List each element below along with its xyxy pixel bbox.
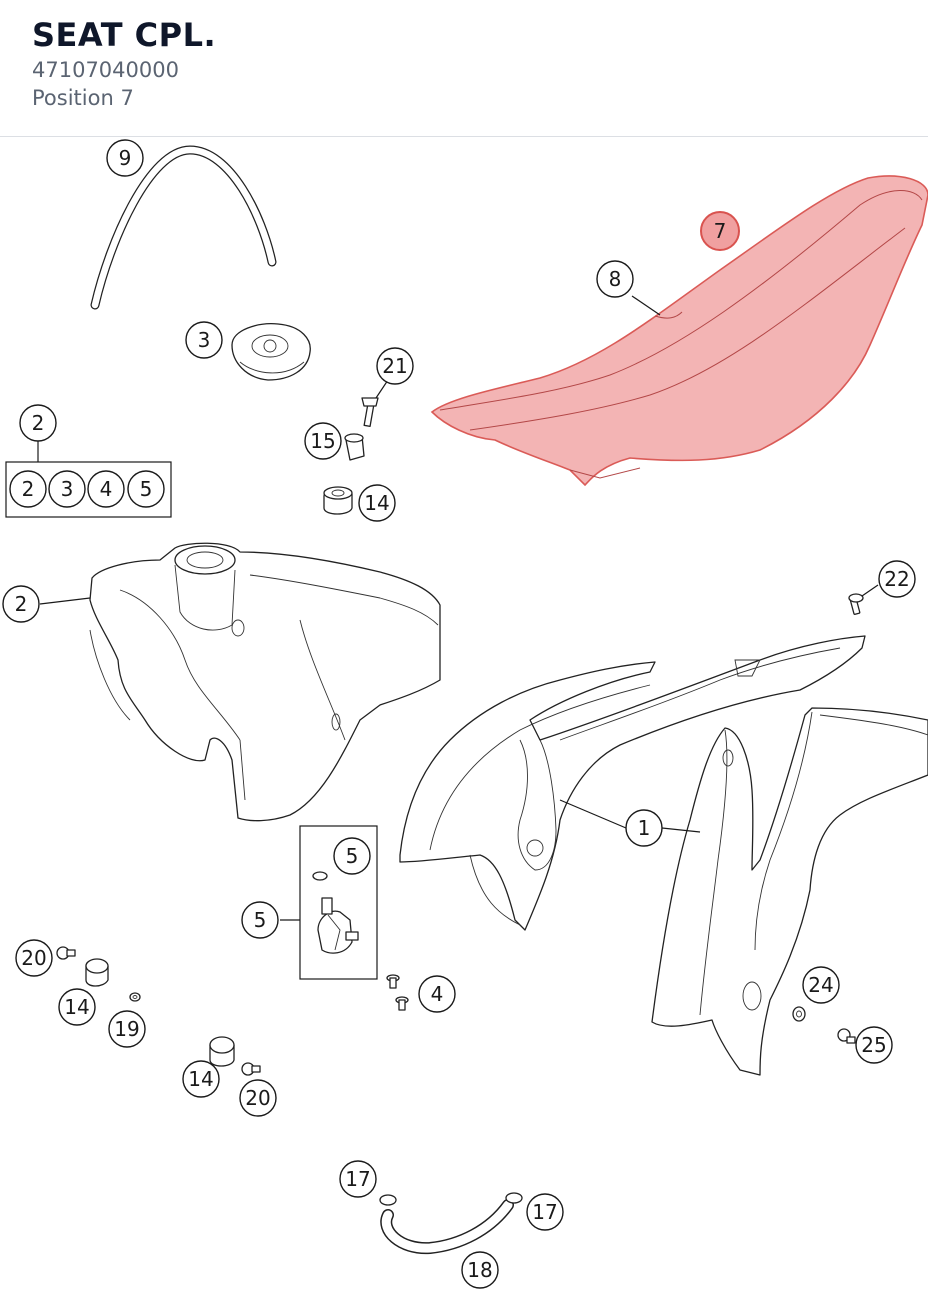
svg-text:15: 15 <box>310 429 335 453</box>
svg-text:8: 8 <box>609 267 622 291</box>
screw-20b-part[interactable] <box>241 1062 261 1076</box>
kit-box <box>5 461 172 518</box>
screw-4b-part[interactable] <box>395 996 409 1011</box>
svg-text:9: 9 <box>119 146 132 170</box>
part-title: SEAT CPL. <box>32 16 217 54</box>
svg-text:1: 1 <box>638 816 651 840</box>
svg-text:20: 20 <box>245 1086 270 1110</box>
fuel-tank-part[interactable] <box>89 542 441 822</box>
radiator-shroud-left-part[interactable] <box>399 635 866 931</box>
screw-4a-part[interactable] <box>386 974 400 989</box>
svg-text:14: 14 <box>364 491 389 515</box>
svg-text:2: 2 <box>32 411 45 435</box>
svg-text:21: 21 <box>382 354 407 378</box>
svg-text:5: 5 <box>140 477 153 501</box>
callout-21[interactable]: 21 <box>376 347 414 385</box>
svg-text:5: 5 <box>254 908 267 932</box>
svg-text:20: 20 <box>21 946 46 970</box>
callout-3-set[interactable]: 3 <box>48 470 86 508</box>
fuel-cap-part[interactable] <box>231 323 311 381</box>
washer-19-part[interactable] <box>129 992 141 1002</box>
svg-text:18: 18 <box>467 1258 492 1282</box>
hose-arc-part[interactable] <box>90 145 277 310</box>
screw-21-part[interactable] <box>361 397 379 428</box>
svg-text:3: 3 <box>61 477 74 501</box>
part-number: 47107040000 <box>32 58 179 82</box>
bushing-14a-part[interactable] <box>323 486 353 515</box>
callout-24[interactable]: 24 <box>802 966 840 1004</box>
callout-15[interactable]: 15 <box>304 422 342 460</box>
screw-25-part[interactable] <box>837 1028 856 1044</box>
callout-2-top[interactable]: 2 <box>19 404 57 442</box>
svg-text:19: 19 <box>114 1017 139 1041</box>
callout-22[interactable]: 22 <box>878 560 916 598</box>
callout-4[interactable]: 4 <box>418 975 456 1013</box>
callout-18[interactable]: 18 <box>461 1251 499 1289</box>
svg-text:17: 17 <box>532 1200 557 1224</box>
callout-25[interactable]: 25 <box>855 1026 893 1064</box>
callout-1[interactable]: 1 <box>625 809 663 847</box>
svg-text:14: 14 <box>64 995 89 1019</box>
callout-3[interactable]: 3 <box>185 321 223 359</box>
callout-5-set[interactable]: 5 <box>127 470 165 508</box>
clamp-17b-part[interactable] <box>505 1192 523 1204</box>
callout-14-a[interactable]: 14 <box>358 484 396 522</box>
callout-7[interactable]: 7 <box>700 211 740 251</box>
svg-text:17: 17 <box>345 1167 370 1191</box>
svg-text:7: 7 <box>714 219 727 243</box>
callout-20-a[interactable]: 20 <box>15 939 53 977</box>
bushing-14c-part[interactable] <box>209 1036 235 1067</box>
header: SEAT CPL. 47107040000 Position 7 <box>0 0 928 137</box>
position-label: Position 7 <box>32 86 134 110</box>
callout-17-a[interactable]: 17 <box>339 1160 377 1198</box>
callout-17-b[interactable]: 17 <box>526 1193 564 1231</box>
screw-22-part[interactable] <box>848 593 864 615</box>
callout-20-b[interactable]: 20 <box>239 1079 277 1117</box>
washer-24-part[interactable] <box>792 1006 806 1022</box>
bushing-14b-part[interactable] <box>85 958 109 987</box>
o-ring-5-part[interactable] <box>312 871 328 881</box>
hose-18-part[interactable] <box>380 1199 514 1255</box>
petcock-5-part[interactable] <box>317 897 359 954</box>
callout-14-b[interactable]: 14 <box>58 988 96 1026</box>
callout-5-oring[interactable]: 5 <box>333 837 371 875</box>
callout-5-petcock[interactable]: 5 <box>241 901 279 939</box>
svg-text:2: 2 <box>22 477 35 501</box>
callout-2-tank[interactable]: 2 <box>2 585 40 623</box>
svg-text:24: 24 <box>808 973 833 997</box>
svg-text:4: 4 <box>431 982 444 1006</box>
svg-text:3: 3 <box>198 328 211 352</box>
sleeve-15-part[interactable] <box>344 433 365 461</box>
callout-2-set[interactable]: 2 <box>9 470 47 508</box>
screw-20a-part[interactable] <box>56 946 76 960</box>
callout-19[interactable]: 19 <box>108 1010 146 1048</box>
petcock-box <box>299 825 378 980</box>
seat-part[interactable] <box>430 175 928 487</box>
clamp-17a-part[interactable] <box>379 1194 397 1206</box>
callout-9[interactable]: 9 <box>106 139 144 177</box>
callout-4-set[interactable]: 4 <box>87 470 125 508</box>
svg-text:4: 4 <box>100 477 113 501</box>
svg-text:2: 2 <box>15 592 28 616</box>
svg-text:25: 25 <box>861 1033 886 1057</box>
callout-8[interactable]: 8 <box>596 260 634 298</box>
radiator-shroud-right-part[interactable] <box>651 707 928 1076</box>
svg-text:5: 5 <box>346 844 359 868</box>
svg-text:14: 14 <box>188 1067 213 1091</box>
callout-14-c[interactable]: 14 <box>182 1060 220 1098</box>
svg-text:22: 22 <box>884 567 909 591</box>
